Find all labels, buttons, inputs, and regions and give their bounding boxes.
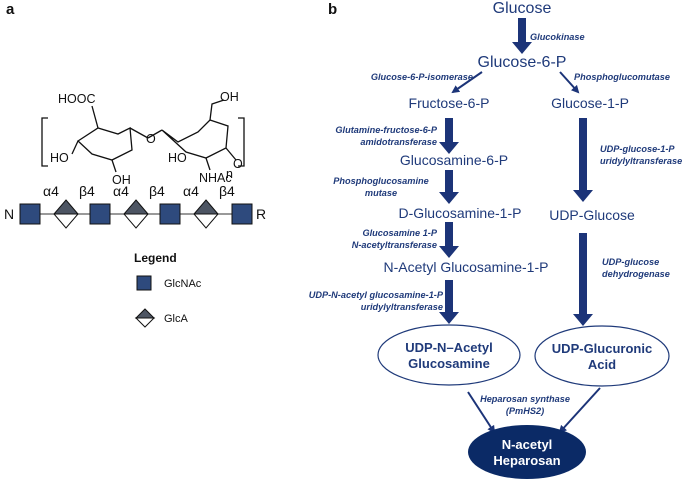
hooc-label: HOOC — [58, 92, 96, 106]
oh-top-label: OH — [220, 90, 239, 104]
arrow-udp-glucose-dehyd — [573, 233, 593, 326]
udp-glcnac-line2: Glucosamine — [408, 356, 490, 371]
enzyme-gfat-line1: Glutamine-fructose-6-P — [335, 125, 437, 135]
legend: Legend GlcNAc GlcA — [134, 251, 202, 328]
o-link-label: O — [146, 132, 156, 146]
chain-n-end: N — [4, 206, 14, 222]
enzyme-phosphoglucomutase: Phosphoglucomutase — [574, 72, 670, 82]
glcnac-square — [19, 203, 41, 225]
pathway-arrows — [439, 18, 593, 326]
udp-glcnac-line1: UDP-N–Acetyl — [405, 340, 492, 355]
thin-arrows — [451, 71, 601, 434]
enzyme-gfat-line2: amidotransferase — [360, 137, 437, 147]
glycan-chain: N R α4 β4 α4 β4 α4 β4 — [4, 183, 266, 229]
enzyme-acetyl-line1: Glucosamine 1-P — [362, 228, 437, 238]
arrow-acetyltransferase — [439, 222, 459, 258]
glca-diamond — [122, 199, 150, 229]
legend-glca-swatch — [134, 308, 156, 328]
linkage-label: α4 — [43, 183, 59, 199]
arrow-udp-glucose-uri — [573, 118, 593, 202]
enzyme-g6p-isomerase: Glucose-6-P-isomerase — [371, 72, 473, 82]
glca-diamond — [52, 199, 80, 229]
arrow-gfat — [439, 118, 459, 154]
linkage-label: α4 — [183, 183, 199, 199]
node-d-glucosamine-1-p: D-Glucosamine-1-P — [399, 205, 522, 221]
node-udp-glucose: UDP-Glucose — [549, 207, 635, 223]
panel-b-label: b — [328, 1, 337, 18]
node-glucose-6-p: Glucose-6-P — [478, 54, 567, 71]
udp-glca-line1: UDP-Glucuronic — [552, 341, 652, 356]
heparosan-line2: Heparosan — [493, 453, 560, 468]
node-fructose-6-p: Fructose-6-P — [409, 95, 490, 111]
enzyme-pgm-line2: mutase — [365, 188, 397, 198]
arrow-to-fructose — [451, 71, 483, 94]
arrow-glmu — [439, 280, 459, 324]
udp-glca-node — [534, 325, 670, 387]
glcnac-square — [89, 203, 111, 225]
enzyme-glucokinase: Glucokinase — [530, 32, 585, 42]
enzyme-dehyd-line2: dehydrogenase — [602, 269, 670, 279]
nhac-label: NHAc — [199, 171, 232, 185]
enzyme-udpg-uri-line2: uridylyltransferase — [600, 156, 682, 166]
arrow-pgm — [439, 170, 459, 204]
disaccharide-structure — [41, 99, 245, 173]
node-glucose: Glucose — [493, 0, 552, 17]
o-right-label: O — [233, 157, 243, 171]
arrow-to-glucose1p — [559, 71, 580, 94]
enzyme-glmu-line1: UDP-N-acetyl glucosamine-1-P — [309, 290, 444, 300]
glcnac-square — [159, 203, 181, 225]
linkage-label: α4 — [113, 183, 129, 199]
legend-glcnac-label: GlcNAc — [164, 278, 202, 290]
n-subscript: n — [226, 167, 233, 181]
ho-mid-label: HO — [168, 151, 187, 165]
oh-a-label: OH — [112, 173, 131, 187]
chain-r-end: R — [256, 206, 266, 222]
legend-title: Legend — [134, 251, 177, 265]
enzyme-pgm-line1: Phosphoglucosamine — [333, 176, 428, 186]
enzyme-udpg-uri-line1: UDP-glucose-1-P — [600, 144, 675, 154]
arrow-udpglcnac-to-heparosan — [467, 391, 496, 434]
ho-left-label: HO — [50, 151, 69, 165]
arrow-udpglca-to-heparosan — [558, 387, 601, 434]
enzyme-hs-line2: (PmHS2) — [506, 406, 544, 416]
legend-glcnac-swatch — [136, 275, 152, 291]
node-glucose-1-p: Glucose-1-P — [551, 95, 629, 111]
node-glucosamine-6-p: Glucosamine-6-P — [400, 152, 508, 168]
glca-diamond — [192, 199, 220, 229]
linkage-label: β4 — [149, 183, 165, 199]
linkage-label: β4 — [219, 183, 235, 199]
udp-glcnac-node — [377, 324, 521, 386]
enzyme-glmu-line2: uridylyltransferase — [361, 302, 443, 312]
enzyme-dehyd-line1: UDP-glucose — [602, 257, 659, 267]
heparosan-line1: N-acetyl — [502, 437, 553, 452]
udp-glca-line2: Acid — [588, 357, 616, 372]
enzyme-hs-line1: Heparosan synthase — [480, 394, 570, 404]
linkage-label: β4 — [79, 183, 95, 199]
panel-a-label: a — [6, 1, 15, 18]
arrow-glucokinase — [512, 18, 532, 54]
heparosan-node — [468, 425, 586, 479]
enzyme-acetyl-line2: N-acetyltransferase — [352, 240, 437, 250]
glcnac-square — [231, 203, 253, 225]
legend-glca-label: GlcA — [164, 313, 189, 325]
node-n-acetyl-glucosamine-1-p: N-Acetyl Glucosamine-1-P — [384, 259, 549, 275]
